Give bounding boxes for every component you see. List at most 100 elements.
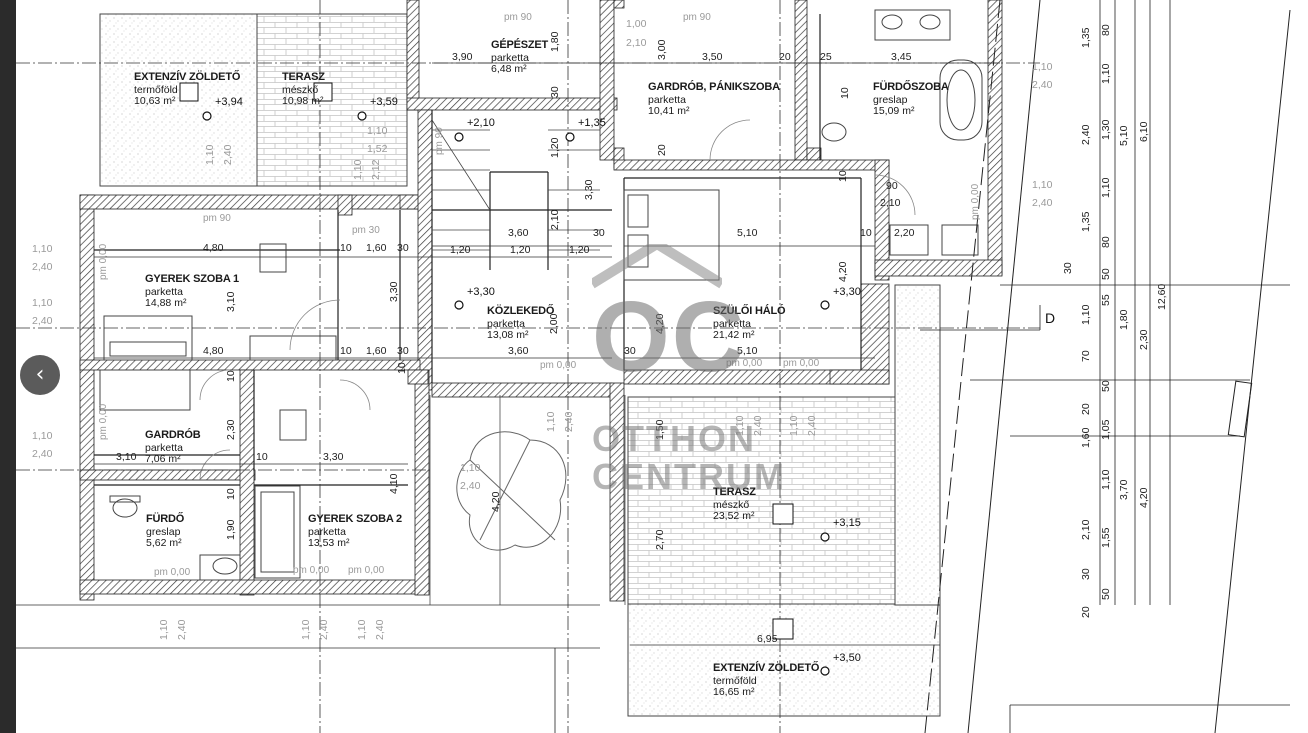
right-dim: 20 bbox=[1080, 403, 1092, 415]
level-szuloi: +3,30 bbox=[833, 286, 861, 298]
window-dim: 1,10 bbox=[300, 619, 312, 640]
right-dim: 1,10 bbox=[1100, 469, 1112, 490]
window-dim: 2,40 bbox=[222, 144, 234, 165]
level-stair-right: +1,35 bbox=[578, 117, 606, 129]
slanted-boundary bbox=[924, 0, 1291, 733]
dim-label: 3,00 bbox=[656, 39, 668, 60]
window-dim: 1,10 bbox=[545, 411, 557, 432]
room-label-gardrob: GARDRÓB parketta 7,06 m² bbox=[145, 429, 201, 466]
dim-label: 30 bbox=[549, 86, 561, 98]
dim-label: 1,20 bbox=[450, 244, 471, 256]
window-dim: 2,12 bbox=[370, 159, 382, 180]
dim-label: 1,20 bbox=[569, 244, 590, 256]
window-dim: 2,40 bbox=[460, 480, 481, 492]
room-label-szuloi: SZÜLŐI HÁLÓ parketta 21,42 m² bbox=[713, 305, 786, 342]
dim-label: 3,10 bbox=[225, 291, 237, 312]
pm-label: pm 0,00 bbox=[154, 567, 191, 578]
dim-label: 10 bbox=[256, 451, 268, 463]
room-label-furdo: FÜRDŐ greslap 5,62 m² bbox=[146, 513, 185, 550]
left-edge-strip bbox=[0, 0, 16, 733]
dim-label: 3,10 bbox=[116, 451, 137, 463]
right-dim: 50 bbox=[1100, 268, 1112, 280]
dim-label: 1,20 bbox=[510, 244, 531, 256]
right-dim: 1,35 bbox=[1080, 27, 1092, 48]
dim-label: 2,10 bbox=[880, 197, 901, 209]
dim-label: 30 bbox=[624, 345, 636, 357]
dim-label: 2,30 bbox=[225, 419, 237, 440]
room-label-gardrob-panik: GARDRÓB, PÁNIKSZOBA parketta 10,41 m² bbox=[648, 81, 780, 118]
right-dim: 3,70 bbox=[1118, 479, 1130, 500]
window-dim: 1,10 bbox=[158, 619, 170, 640]
dim-label: 10 bbox=[837, 170, 849, 182]
previous-image-button[interactable]: ‹ bbox=[20, 355, 60, 395]
window-dim: 1,10 bbox=[367, 125, 388, 137]
dim-label: 2,20 bbox=[894, 227, 915, 239]
right-dim: 12,60 bbox=[1156, 283, 1168, 310]
dim-label: 6,95 bbox=[757, 633, 778, 645]
right-dim: 2,30 bbox=[1138, 329, 1150, 350]
dim-label: 30 bbox=[397, 345, 409, 357]
right-dim: 6,10 bbox=[1138, 121, 1150, 142]
right-dim: 1,55 bbox=[1100, 527, 1112, 548]
dim-label: 10 bbox=[225, 488, 237, 500]
right-dim: 80 bbox=[1100, 236, 1112, 248]
dim-label: 3,30 bbox=[583, 179, 595, 200]
right-dim: 20 bbox=[1080, 606, 1092, 618]
dim-label: 1,80 bbox=[549, 31, 561, 52]
dim-label: 1,20 bbox=[549, 137, 561, 158]
right-dim: 1,80 bbox=[1118, 309, 1130, 330]
right-dim: 1,35 bbox=[1080, 211, 1092, 232]
dim-label: 4,20 bbox=[837, 261, 849, 282]
room-label-gyerek-1: GYEREK SZOBA 1 parketta 14,88 m² bbox=[145, 273, 239, 310]
window-dim: 2,40 bbox=[32, 315, 53, 327]
dim-label: 20 bbox=[656, 144, 668, 156]
level-stair-top: +2,10 bbox=[467, 117, 495, 129]
watermark-line-1: OTTHON bbox=[592, 418, 756, 459]
pm-label: pm 30 bbox=[352, 225, 380, 236]
window-dim: 1,10 bbox=[204, 144, 216, 165]
right-dim: 1,05 bbox=[1100, 419, 1112, 440]
watermark bbox=[589, 238, 725, 399]
window-dim: 2,40 bbox=[1032, 197, 1053, 209]
dim-label: 3,90 bbox=[452, 51, 473, 63]
dim-label: 4,10 bbox=[388, 473, 400, 494]
dim-label: 10 bbox=[340, 345, 352, 357]
right-dim: 2,40 bbox=[1080, 124, 1092, 145]
dim-label: 10 bbox=[839, 87, 851, 99]
dim-label: 10 bbox=[396, 362, 408, 374]
pm-label: pm 90 bbox=[504, 12, 532, 23]
walls bbox=[79, 0, 1003, 602]
furniture bbox=[99, 9, 983, 581]
pm-label: pm 0,00 bbox=[348, 565, 385, 576]
right-dim: 1,10 bbox=[1080, 304, 1092, 325]
dim-label: 25 bbox=[820, 51, 832, 63]
room-label-gepeszet: GÉPÉSZET parketta 6,48 m² bbox=[491, 39, 549, 76]
window-dim: 1,52 bbox=[367, 143, 388, 155]
window-dim: 2,40 bbox=[32, 261, 53, 273]
dim-label: 2,70 bbox=[654, 529, 666, 550]
dim-label: 3,45 bbox=[891, 51, 912, 63]
right-dim: 30 bbox=[1062, 262, 1074, 274]
dim-label: 3,30 bbox=[323, 451, 344, 463]
right-dim: 1,60 bbox=[1080, 427, 1092, 448]
right-dim: 1,30 bbox=[1100, 119, 1112, 140]
right-dim: 55 bbox=[1100, 294, 1112, 306]
window-dim: 2,40 bbox=[32, 448, 53, 460]
dim-label: 2,10 bbox=[549, 209, 561, 230]
dim-label: 2,00 bbox=[548, 313, 560, 334]
level-markers bbox=[202, 111, 830, 676]
dim-label: 5,10 bbox=[737, 227, 758, 239]
window-dim: 1,10 bbox=[32, 243, 53, 255]
right-dim: 50 bbox=[1100, 380, 1112, 392]
room-label-kozlekedo: KÖZLEKEDŐ parketta 13,08 m² bbox=[487, 305, 555, 342]
dim-label: 3,60 bbox=[508, 345, 529, 357]
dim-label: 5,10 bbox=[737, 345, 758, 357]
dim-label: 20 bbox=[779, 51, 791, 63]
right-dim: 70 bbox=[1080, 350, 1092, 362]
dim-label: 4,80 bbox=[203, 242, 224, 254]
dim-label: 1,90 bbox=[225, 519, 237, 540]
window-dim: 1,10 bbox=[1032, 61, 1053, 73]
pm-label: pm 0,00 bbox=[98, 403, 109, 440]
window-dim: 2,40 bbox=[374, 619, 386, 640]
